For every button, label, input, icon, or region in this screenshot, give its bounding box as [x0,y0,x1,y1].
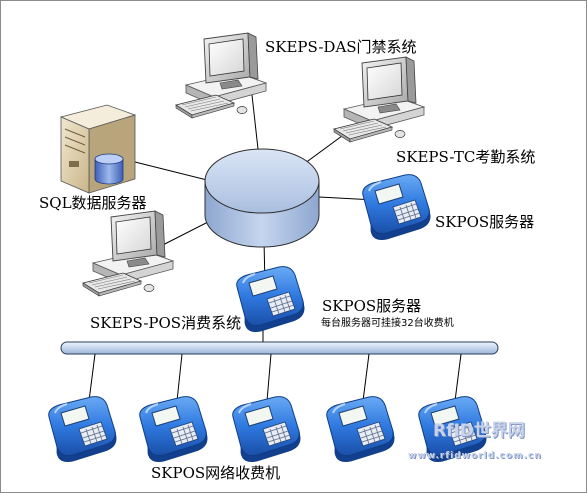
pos-server-icon-bus [235,265,306,333]
terminal-icon-2 [138,395,209,463]
tc-computer-icon [333,56,425,143]
sql-server-icon [59,104,137,194]
pos-system-label: SKEPS-POS消费系统 [90,314,242,332]
watermark-logo: RfID世界网 [433,421,525,441]
terminal-icon-1 [47,395,118,463]
terminal-icon-4 [325,395,396,463]
pos-server-label-right: SKPOS服务器 [435,213,535,231]
terminal-icon-3 [231,395,302,463]
network-hub [204,148,320,248]
pos-computer-icon [82,210,174,297]
pos-server-label-bus: SKPOS服务器 [322,297,422,315]
das-computer-icon [175,32,267,119]
network-bus [60,341,499,355]
terminals-label: SKPOS网络收费机 [151,464,281,482]
watermark-url: www.rfidworld.com.cn [408,451,542,461]
sql-server-label: SQL数据服务器 [39,194,147,212]
terminal-drop-lines [88,353,462,402]
tc-system-label: SKEPS-TC考勤系统 [396,148,536,166]
pos-server-note: 每台服务器可挂接32台收费机 [321,318,454,329]
pos-server-icon-right [361,173,432,241]
das-system-label: SKEPS-DAS门禁系统 [265,38,417,56]
